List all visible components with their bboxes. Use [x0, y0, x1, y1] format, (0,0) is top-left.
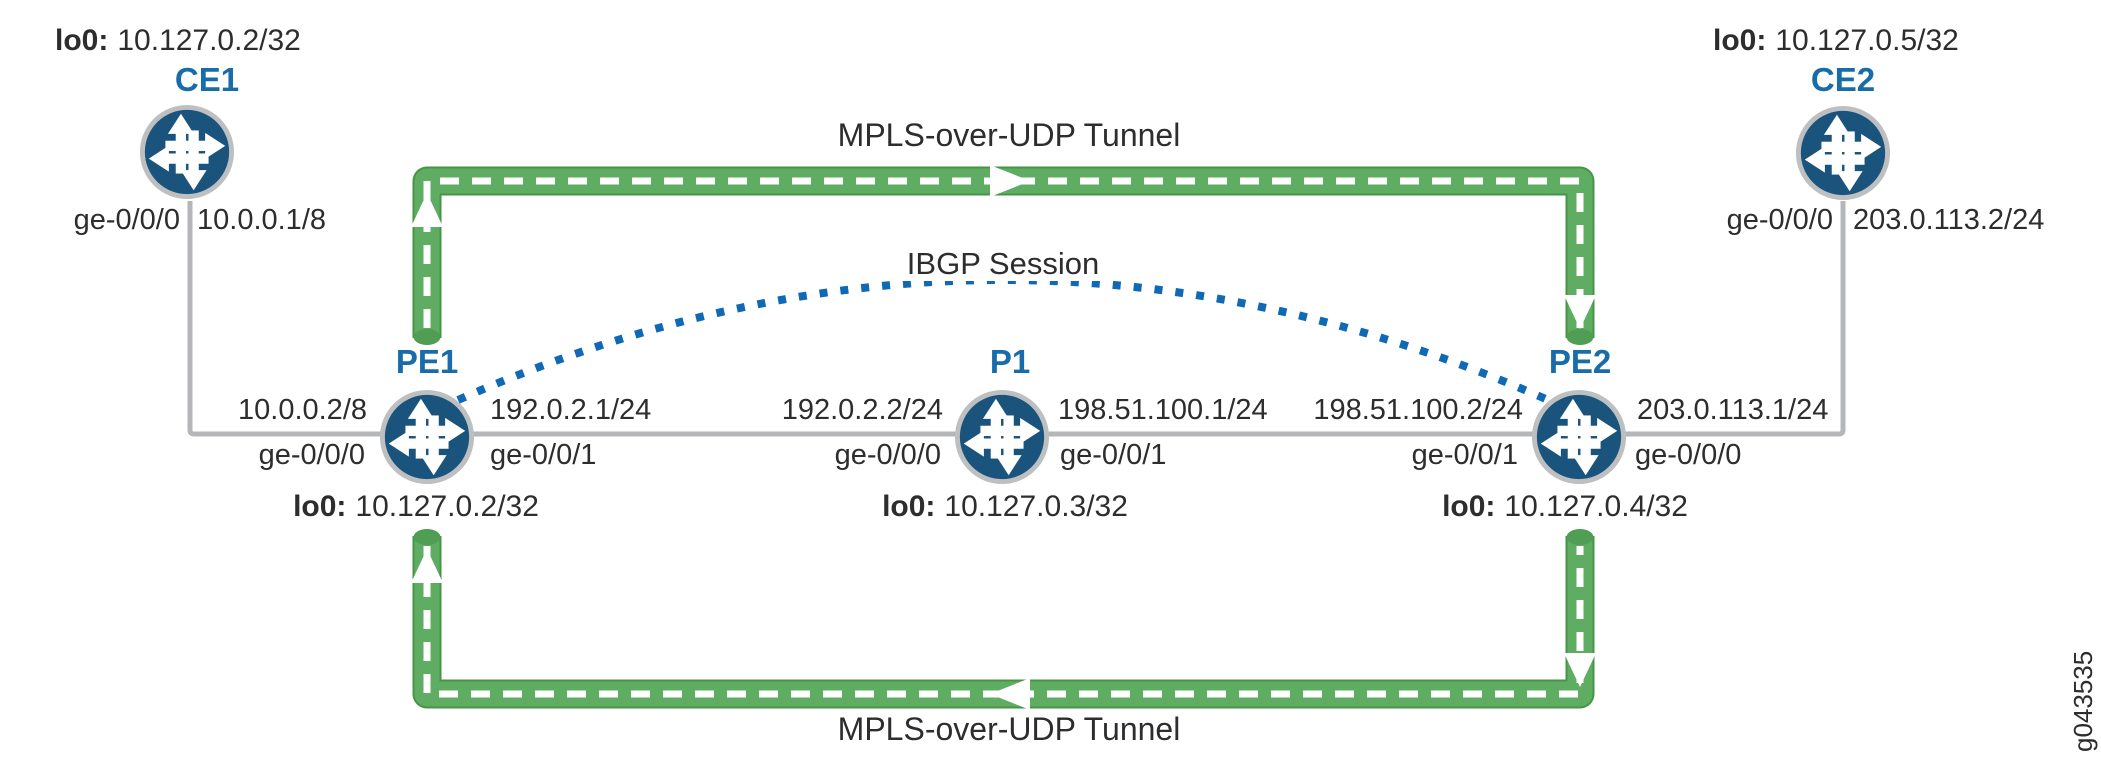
pe2-lo0-prefix: lo0:: [1442, 490, 1496, 523]
bottom-tunnel-cap-right: [1566, 529, 1594, 545]
top-tunnel: [411, 165, 1596, 345]
ce2-interface-label: ge-0/0/0: [1726, 204, 1833, 236]
bottom-tunnel-edge: [412, 536, 1595, 709]
ce2-loopback-label: lo0:10.127.0.5/32: [1713, 25, 1959, 57]
top-tunnel-cap-left: [413, 329, 441, 345]
router-icon: [1795, 105, 1891, 201]
pe2-right-ip: 203.0.113.1/24: [1637, 394, 1829, 426]
node-pe1-label: PE1: [395, 343, 459, 380]
router-icon: [954, 389, 1050, 485]
pe1-left-interface: ge-0/0/0: [258, 439, 365, 471]
ce1-interface-ip: 10.0.0.1/8: [197, 204, 326, 236]
ce2-lo0-value: 10.127.0.5/32: [1775, 24, 1959, 57]
pe1-loopback-label: lo0:10.127.0.2/32: [293, 491, 539, 523]
bottom-tunnel-arrow-left-icon: [990, 678, 1030, 710]
pe1-lo0-prefix: lo0:: [293, 490, 347, 523]
pe1-lo0-value: 10.127.0.2/32: [355, 490, 539, 523]
router-icon: [139, 104, 235, 200]
pe1-right-ip: 192.0.2.1/24: [490, 394, 652, 426]
node-pe2-label: PE2: [1548, 343, 1612, 380]
bottom-tunnel-arrow-up-icon: [411, 549, 443, 583]
top-tunnel-arrow-down-icon: [1564, 295, 1596, 329]
p1-right-interface: ge-0/0/1: [1060, 439, 1167, 471]
pe1-right-interface: ge-0/0/1: [490, 439, 597, 471]
p1-lo0-prefix: lo0:: [882, 490, 936, 523]
top-tunnel-arrow-right-icon: [990, 165, 1030, 197]
ce2-lo0-prefix: lo0:: [1713, 24, 1767, 57]
router-icon: [379, 389, 475, 485]
bottom-tunnel-arrow-down-icon: [1564, 653, 1596, 687]
node-ce1-label: CE1: [174, 61, 240, 98]
bottom-tunnel: [411, 529, 1596, 710]
pe2-left-ip: 198.51.100.2/24: [1313, 394, 1523, 426]
node-ce2-label: CE2: [1810, 61, 1876, 98]
top-tunnel-label: MPLS-over-UDP Tunnel: [837, 117, 1181, 153]
ibgp-session-arc: [456, 276, 1550, 404]
p1-lo0-value: 10.127.0.3/32: [944, 490, 1128, 523]
bottom-tunnel-dashes: [423, 546, 1584, 698]
figure-id: g043535: [2068, 650, 2098, 752]
node-p1-label: P1: [989, 343, 1031, 380]
bottom-tunnel-body: [414, 536, 1593, 707]
ce1-interface-label: ge-0/0/0: [73, 204, 180, 236]
p1-left-ip: 192.0.2.2/24: [781, 394, 943, 426]
pe2-lo0-value: 10.127.0.4/32: [1504, 490, 1688, 523]
ce1-loopback-label: lo0:10.127.0.2/32: [55, 25, 301, 57]
ibgp-session-label: IBGP Session: [894, 247, 1112, 281]
ce1-lo0-value: 10.127.0.2/32: [117, 24, 301, 57]
top-tunnel-arrow-up-icon: [411, 193, 443, 227]
ce1-lo0-prefix: lo0:: [55, 24, 109, 57]
top-tunnel-cap-right: [1566, 329, 1594, 345]
pe1-left-ip: 10.0.0.2/8: [238, 394, 367, 426]
p1-loopback-label: lo0:10.127.0.3/32: [882, 491, 1128, 523]
bottom-tunnel-cap-left: [413, 529, 441, 545]
pe2-left-interface: ge-0/0/1: [1411, 439, 1518, 471]
bottom-tunnel-label: MPLS-over-UDP Tunnel: [837, 711, 1181, 747]
p1-left-interface: ge-0/0/0: [834, 439, 941, 471]
pe2-right-interface: ge-0/0/0: [1635, 439, 1742, 471]
ce2-interface-ip: 203.0.113.2/24: [1853, 204, 2045, 236]
router-icon: [1531, 389, 1627, 485]
p1-right-ip: 198.51.100.1/24: [1058, 394, 1268, 426]
top-tunnel-dashes: [423, 177, 1584, 328]
pe2-loopback-label: lo0:10.127.0.4/32: [1442, 491, 1688, 523]
